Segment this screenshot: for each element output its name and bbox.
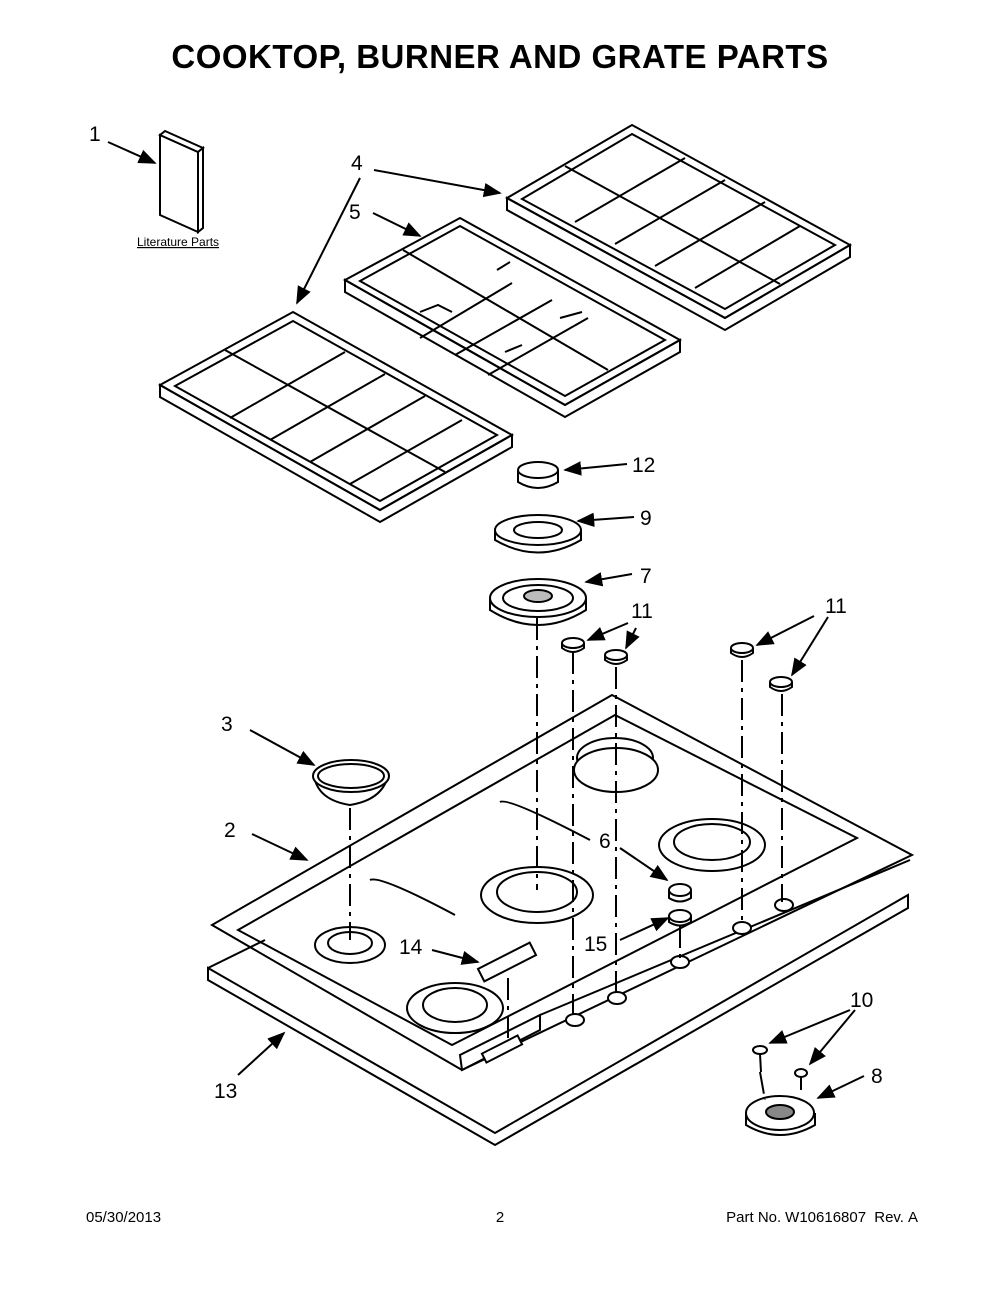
grommet [561, 637, 585, 653]
footer-date: 05/30/2013 [86, 1209, 162, 1226]
part-label: Part No. [726, 1209, 782, 1226]
callout-11-right: 11 [825, 595, 847, 618]
literature-parts-booklet [158, 129, 205, 235]
cooktop-gasket [207, 893, 909, 1147]
right-side-grate [504, 123, 853, 332]
callout-1: 1 [89, 123, 101, 146]
flame-spreader [494, 514, 582, 554]
burner-cap [517, 461, 559, 489]
footer-part-number: Part No.W10616807 Rev.A [722, 1209, 918, 1226]
page-title: COOKTOP, BURNER AND GRATE PARTS [171, 38, 829, 75]
callout-5: 5 [349, 201, 361, 224]
grommet [769, 676, 793, 692]
cooktop-panel [210, 693, 915, 1072]
callout-7: 7 [640, 565, 652, 588]
callout-11-left: 11 [631, 600, 653, 623]
callout-numbers: 1 4 5 12 9 7 11 11 3 2 6 14 15 10 8 13 [89, 123, 883, 1103]
burner-base [489, 578, 587, 626]
control-knob [668, 883, 692, 927]
callout-13: 13 [214, 1080, 237, 1103]
callout-10: 10 [850, 989, 873, 1012]
assembly-centerlines [349, 618, 783, 1101]
callout-leaders [107, 141, 865, 1099]
callout-6: 6 [599, 830, 611, 853]
callout-4: 4 [351, 152, 363, 175]
rev-label: Rev. [874, 1209, 904, 1226]
callout-2: 2 [224, 819, 236, 842]
center-grate [342, 216, 683, 419]
burner-cup [312, 759, 390, 807]
grommet [730, 642, 754, 658]
screw [794, 1068, 808, 1090]
lower-burner-base [745, 1095, 816, 1136]
grommets [561, 637, 793, 692]
mounting-screws [752, 1045, 808, 1090]
screw [752, 1045, 768, 1073]
left-side-grate [157, 310, 515, 524]
footer-page-number: 2 [495, 1209, 505, 1226]
callout-12: 12 [632, 454, 655, 477]
grommet [604, 649, 628, 665]
callout-8: 8 [871, 1065, 883, 1088]
rev-value: A [907, 1209, 918, 1226]
part-number: W10616807 [785, 1209, 867, 1226]
callout-14: 14 [399, 936, 423, 959]
callout-9: 9 [640, 507, 652, 530]
callout-15: 15 [584, 933, 607, 956]
callout-3: 3 [221, 713, 233, 736]
literature-parts-label: Literature Parts [137, 235, 219, 249]
